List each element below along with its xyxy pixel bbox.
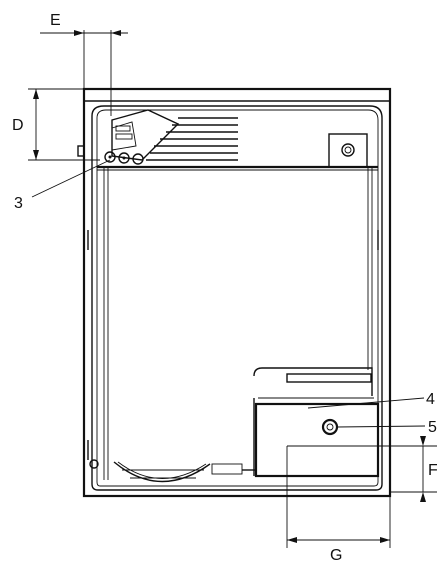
callout-5-leader: [336, 425, 426, 428]
dim-label-d: D: [12, 117, 24, 134]
top-compartment: [97, 109, 378, 171]
drum-outlet: [89, 459, 256, 483]
dim-label-g: G: [330, 547, 342, 563]
callout-3: 3: [14, 195, 23, 212]
dimension-f: [287, 436, 437, 502]
dimension-d: [28, 88, 100, 161]
dim-label-e: E: [50, 12, 61, 29]
vent-grille: [146, 117, 238, 161]
callout-4-leader: [307, 397, 425, 409]
cabinet-frame: [77, 87, 392, 498]
bottom-right-unit: [253, 367, 380, 478]
dimension-g: [286, 446, 391, 548]
callout-5: 5: [428, 419, 437, 436]
dim-label-f: F: [428, 462, 437, 479]
callout-4: 4: [426, 391, 435, 408]
callout-3-leader: [31, 159, 111, 198]
